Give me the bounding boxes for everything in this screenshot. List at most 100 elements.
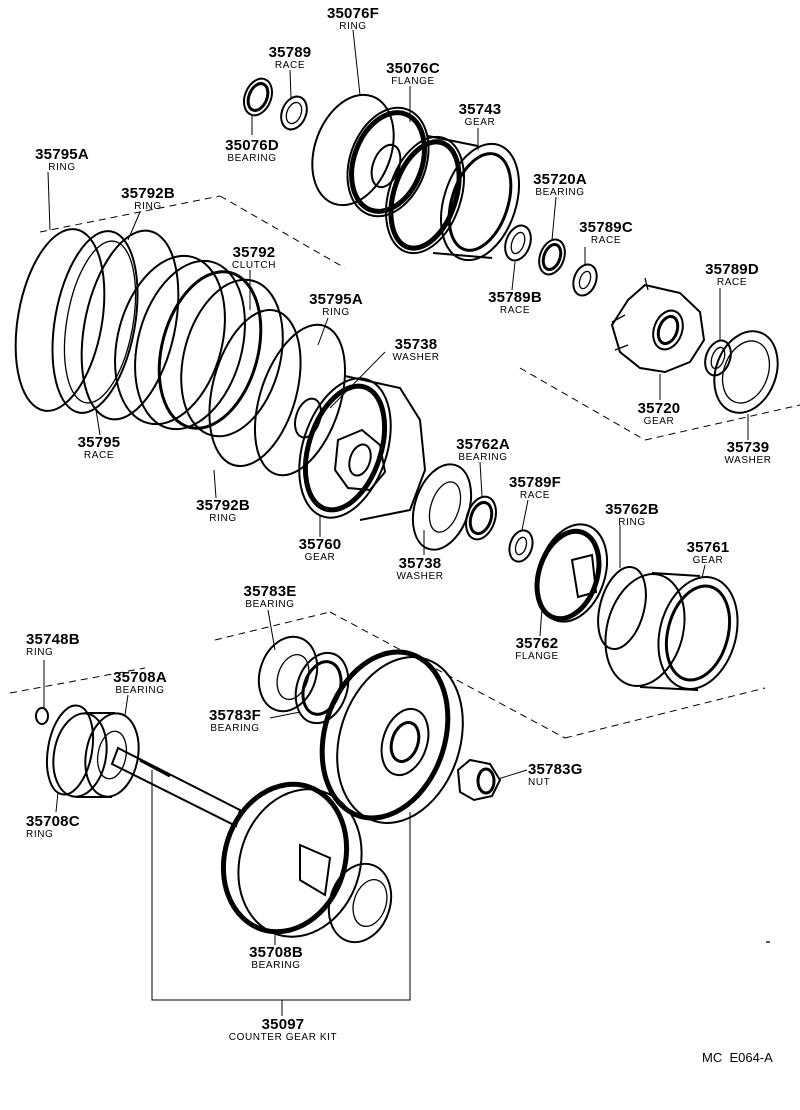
part-name: BEARING [245, 599, 295, 610]
part-name: FLANGE [515, 651, 559, 662]
bearing-35783e-part [257, 635, 319, 713]
part-number: 35783G [528, 761, 583, 778]
part-number: 35783F [208, 707, 262, 724]
part-number: 35762A [456, 436, 510, 453]
part-name: RING [134, 201, 162, 212]
race-35789c-part [572, 263, 598, 297]
bearing-35076d-part [243, 77, 273, 117]
part-number: 35739 [726, 439, 770, 456]
gear-35761-part [604, 572, 739, 691]
part-number: 35076F [326, 5, 380, 22]
part-name: RING [618, 517, 646, 528]
part-number: 35076C [386, 60, 440, 77]
part-name: BEARING [210, 723, 260, 734]
part-number: 35795A [309, 291, 363, 308]
assembly-boundary-lines [9, 195, 800, 739]
ring-35792b-lower-part [208, 308, 302, 468]
part-name: FLANGE [391, 76, 435, 87]
part-number: 35097 [261, 1016, 305, 1033]
race-35789f-part [508, 529, 534, 563]
part-number: 35792 [232, 244, 276, 261]
part-name: RACE [519, 490, 551, 501]
ring-35708c-part [45, 704, 95, 796]
ring-35762b-part [597, 566, 647, 650]
part-number: 35795A [35, 146, 89, 163]
ring-35076f-part [311, 93, 395, 207]
part-number: 35795 [77, 434, 121, 451]
figure-code: MC E064-A [702, 1050, 773, 1065]
part-name: GEAR [464, 117, 496, 128]
bearing-35708b-part [327, 862, 393, 944]
part-name: BEARING [115, 685, 165, 696]
ring-35795a-part [14, 228, 106, 412]
part-number: 35792B [121, 185, 175, 202]
part-name: RING [209, 513, 237, 524]
part-number: 35720 [637, 400, 681, 417]
kit-bracket [151, 770, 411, 1016]
race-35789-part [280, 95, 308, 131]
part-number: 35789 [268, 44, 312, 61]
part-name: BEARING [227, 153, 277, 164]
part-name: RING [26, 829, 54, 840]
ring-35792b-upper-part [80, 229, 180, 421]
part-number: 35738 [394, 336, 438, 353]
nut-35783g-part [456, 758, 502, 802]
race-35789d-part [704, 339, 732, 377]
part-name: RING [339, 21, 367, 32]
part-name: RING [322, 307, 350, 318]
part-name: GEAR [304, 552, 336, 563]
part-number: 35762B [605, 501, 659, 518]
part-number: 35761 [686, 539, 730, 556]
part-number: 35762 [515, 635, 559, 652]
ring-35795a-middle-part [253, 323, 347, 477]
part-number: 35708C [26, 813, 80, 830]
part-number: 35748B [26, 631, 80, 648]
part-number: 35789B [488, 289, 542, 306]
part-name: RING [48, 162, 76, 173]
part-name: RING [26, 647, 54, 658]
part-name: RACE [716, 277, 748, 288]
part-name: COUNTER GEAR KIT [228, 1032, 338, 1043]
part-name: NUT [528, 777, 551, 788]
part-name: RACE [499, 305, 531, 316]
part-number: 35076D [225, 137, 279, 154]
part-number: 35708A [113, 669, 167, 686]
part-name: CLUTCH [231, 260, 277, 271]
flange-35076c-part [346, 106, 430, 218]
bearing-35708a-part [52, 712, 140, 798]
race-35789b-part [504, 224, 532, 262]
washer-35739-part [713, 330, 779, 414]
part-number: 35789C [579, 219, 633, 236]
part-name: RACE [83, 450, 115, 461]
part-number: 35738 [398, 555, 442, 572]
part-number: 35792B [196, 497, 250, 514]
part-name: BEARING [251, 960, 301, 971]
part-number: 35783E [243, 583, 297, 600]
part-name: RACE [590, 235, 622, 246]
bearing-35783f-part [294, 651, 350, 725]
part-number: 35743 [458, 101, 502, 118]
part-name: BEARING [535, 187, 585, 198]
